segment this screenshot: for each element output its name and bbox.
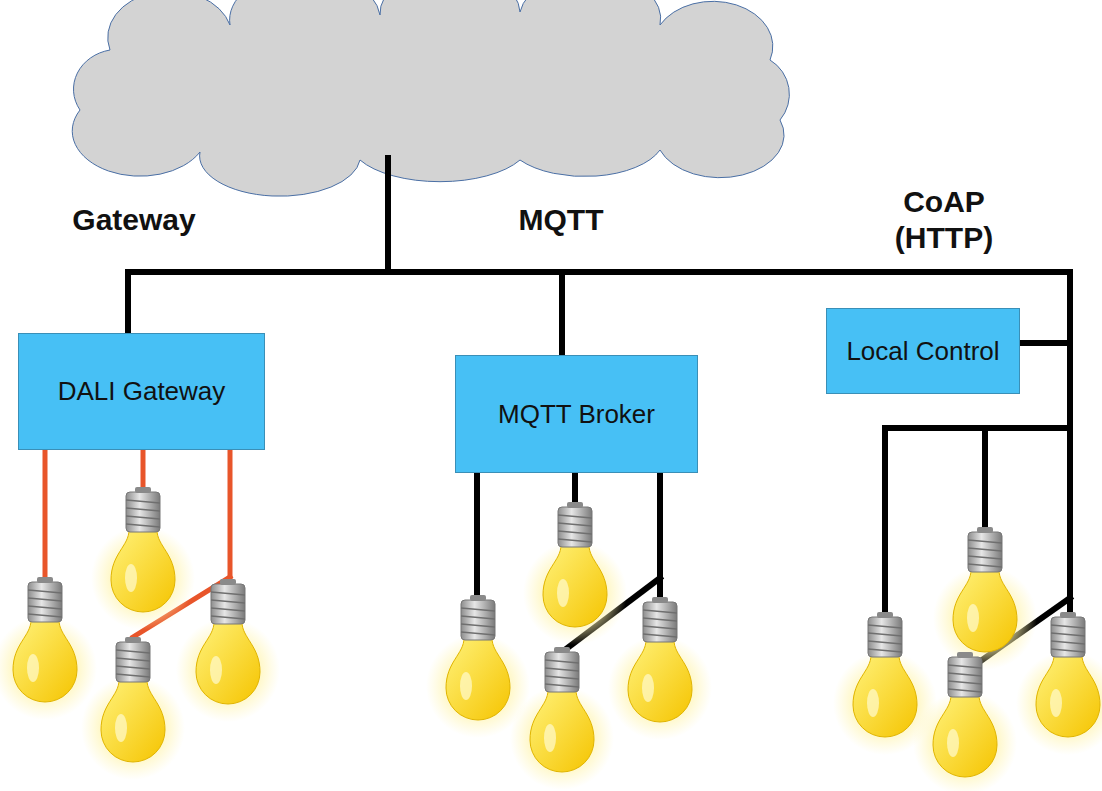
box-label: DALI Gateway — [58, 376, 226, 407]
network-bus — [128, 158, 1070, 672]
section-heading: Gateway — [34, 202, 234, 238]
box-label: MQTT Broker — [498, 399, 655, 430]
light-bulbs — [0, 487, 1102, 791]
section-heading: CoAP (HTTP) — [879, 184, 1009, 256]
cloud — [72, 0, 789, 196]
dali-wires — [45, 450, 230, 637]
box-label: Local Control — [846, 336, 999, 367]
mqtt-wires — [477, 473, 660, 652]
control-box: Local Control — [826, 308, 1020, 394]
gateway-box: DALI Gateway — [18, 333, 265, 450]
broker-box: MQTT Broker — [455, 355, 698, 473]
section-heading: MQTT — [461, 202, 661, 238]
